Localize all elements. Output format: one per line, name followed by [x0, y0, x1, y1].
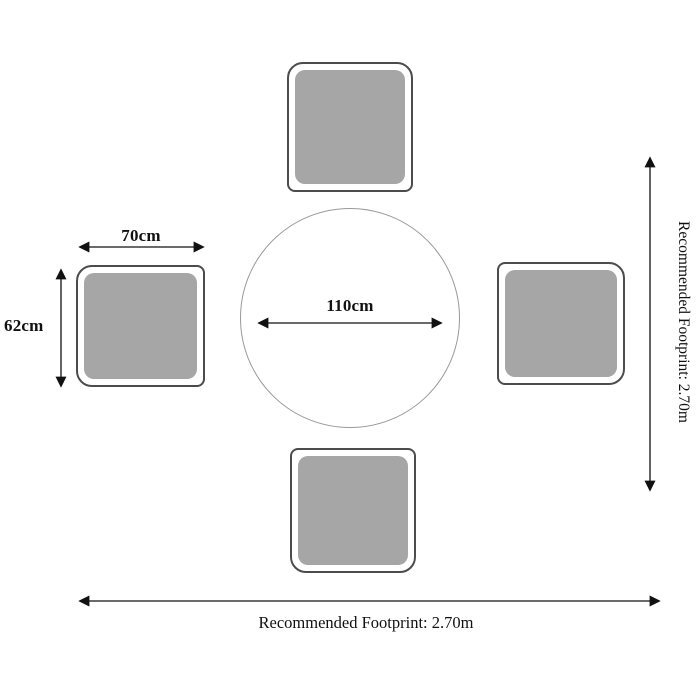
chair-left — [76, 265, 205, 387]
table-diameter-label: 110cm — [326, 296, 374, 315]
footprint-horizontal-label: Recommended Footprint: 2.70m — [258, 613, 474, 632]
chair-width-label: 70cm — [121, 226, 161, 245]
chair-top-seat — [295, 70, 405, 184]
footprint-vertical-label: Recommended Footprint: 2.70m — [675, 221, 692, 423]
chair-bottom — [290, 448, 416, 573]
chair-right-seat — [505, 270, 617, 377]
chair-top — [287, 62, 413, 192]
table-top-view — [240, 208, 460, 428]
chair-depth-label: 62cm — [4, 316, 44, 335]
chair-left-seat — [84, 273, 197, 379]
chair-right — [497, 262, 625, 385]
chair-bottom-seat — [298, 456, 408, 565]
